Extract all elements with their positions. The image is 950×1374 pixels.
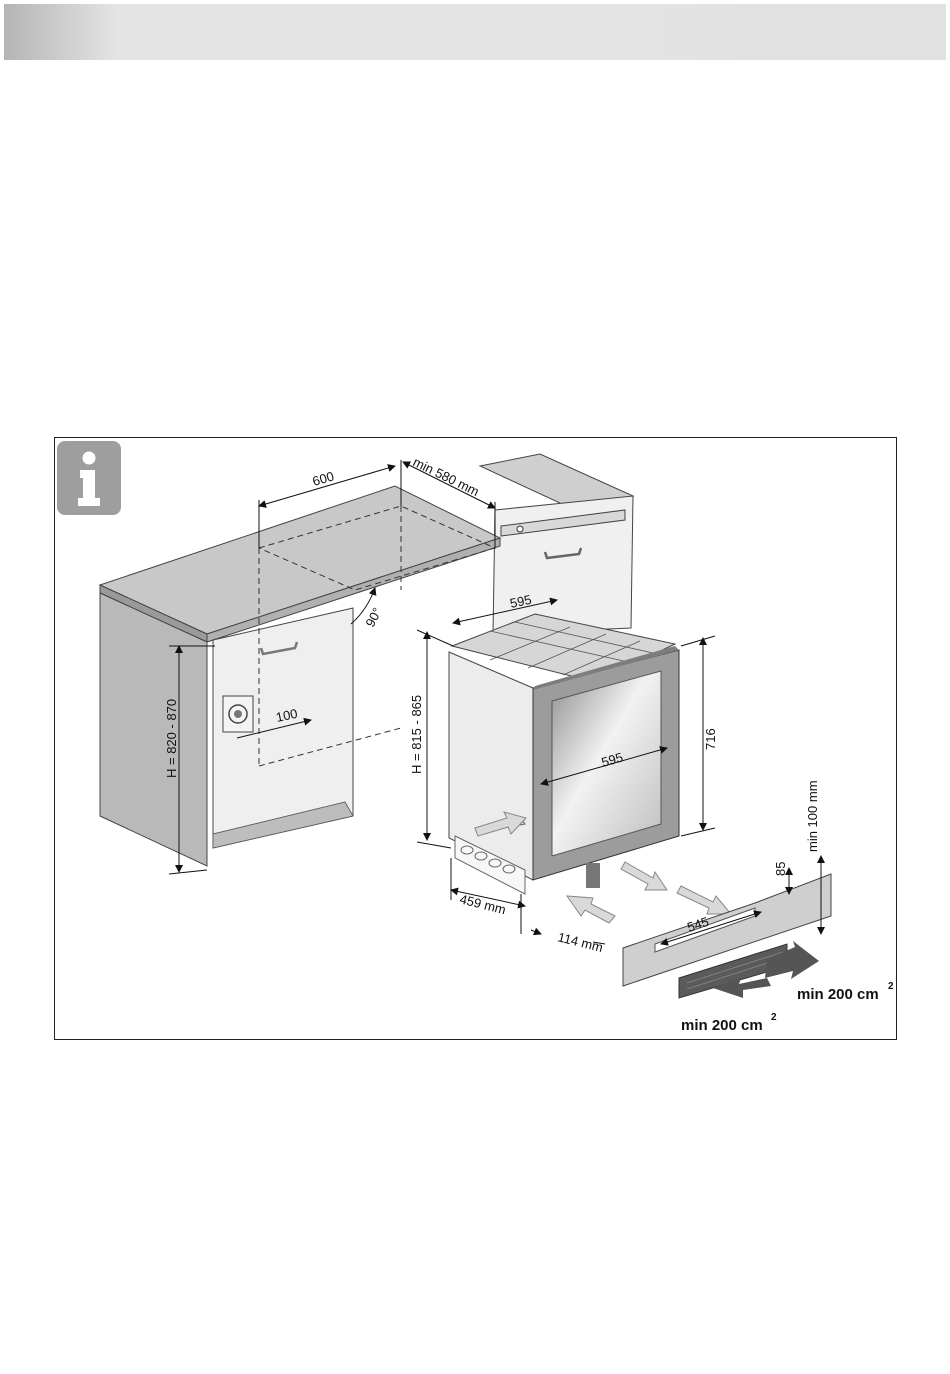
info-icon <box>57 441 121 515</box>
label-angle: 90° <box>362 605 384 629</box>
airflow-out-arrow <box>621 862 667 890</box>
label-base-459: 459 mm <box>458 891 507 917</box>
label-min-100: min 100 mm <box>805 780 820 852</box>
label-cabinet-height: H = 820 - 870 <box>164 699 179 778</box>
label-vent-left-sup: 2 <box>771 1012 777 1023</box>
vent-arrow-out <box>765 941 819 979</box>
label-min-depth: min 580 mm <box>411 454 482 499</box>
label-base-114: 114 mm <box>556 929 604 955</box>
label-vent-right: min 200 cm <box>797 986 879 1003</box>
label-vent-right-sup: 2 <box>888 981 894 992</box>
worktop <box>100 486 500 642</box>
plinth <box>623 874 831 998</box>
airflow-out-arrow <box>677 886 731 914</box>
label-width-600: 600 <box>311 468 336 488</box>
label-plinth-85: 85 <box>773 862 788 876</box>
installation-diagram: 600 min 580 mm 595 90° 100 H = 820 - 870… <box>54 437 897 1040</box>
diagram-svg: 600 min 580 mm 595 90° 100 H = 820 - 870… <box>55 438 898 1041</box>
header-bar <box>4 4 946 60</box>
label-appliance-height: H = 815 - 865 <box>409 695 424 774</box>
airflow-in-arrow <box>567 896 615 923</box>
right-cabinet <box>480 454 633 634</box>
label-vent-left: min 200 cm <box>681 1017 763 1034</box>
label-door-height: 716 <box>703 728 718 750</box>
